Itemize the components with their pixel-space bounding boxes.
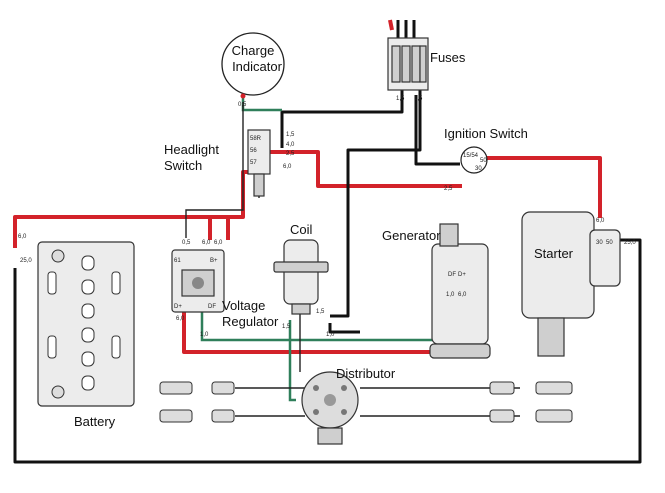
starter: Starter 6,0 30 50 25,0 [521, 211, 636, 357]
coil-gauge-b: 1,5 [282, 324, 291, 330]
spark-plug-right-top [489, 381, 573, 395]
reg-gauge-top-left: 0,5 [182, 240, 191, 246]
spark-plugs [159, 381, 573, 423]
charge-indicator-label-2: Indicator [232, 59, 283, 74]
green-wire-coil-dist [288, 320, 296, 402]
fuse-gauge-a: 1,5 [396, 96, 405, 102]
charge-indicator-label-1: Charge [232, 43, 275, 58]
hl-gauge-d: 6,0 [283, 164, 292, 170]
spark-plug-left-bottom [159, 409, 235, 423]
fuses-label: Fuses [430, 50, 466, 65]
coil-gauge-c: 1,0 [326, 332, 335, 338]
starter-terminal-30: 30 [596, 240, 603, 246]
hl-gauge-c: 2,5 [286, 151, 295, 157]
red-wire-battery-main [13, 215, 212, 248]
charge-indicator-terminal [240, 93, 246, 99]
charge-indicator: Charge Indicator 0,5 [221, 32, 285, 108]
black-wire-ground-loop [13, 238, 642, 464]
coil: Coil 1,5 1,5 1,0 [273, 222, 335, 338]
black-wire-fuse-to-ign [414, 95, 460, 166]
battery-neg-gauge: 25,0 [20, 258, 32, 264]
wires [13, 19, 642, 464]
fuse-gauge-b: 1,5 [414, 96, 423, 102]
battery-pos-terminal [51, 249, 65, 263]
reg-terminal-d: D+ [174, 304, 182, 310]
ign-terminal-30: 30 [475, 166, 482, 172]
reg-terminal-df: DF [208, 304, 216, 310]
battery-label: Battery [74, 414, 116, 429]
coil-gauge-a: 1,5 [316, 309, 325, 315]
ignition-switch-label: Ignition Switch [444, 126, 528, 141]
distributor-label: Distributor [336, 366, 396, 381]
voltage-regulator-label-2: Regulator [222, 314, 279, 329]
red-wire-ign-to-starter [484, 156, 602, 218]
spark-plug-right-bottom [489, 409, 573, 423]
starter-ground-gauge: 25,0 [624, 240, 636, 246]
reg-gauge-bottom-left: 6,0 [176, 316, 185, 322]
reg-gauge-top-right: 6,0 [214, 240, 223, 246]
hl-gauge-a: 1,5 [286, 132, 295, 138]
black-wire-fuse-to-coil [330, 85, 422, 318]
hl-terminal-57: 57 [250, 160, 257, 166]
ign-terminal-15-54: 15/54 [463, 153, 479, 159]
voltage-regulator-label-1: Voltage [222, 298, 265, 313]
charge-ind-gauge: 0,5 [238, 102, 247, 108]
green-wire-reg-gen [200, 310, 438, 342]
distributor: Distributor [301, 366, 396, 445]
starter-label: Starter [534, 246, 574, 261]
red-wire-to-ignition [270, 150, 462, 188]
red-wire-reg-bottom [182, 310, 436, 354]
battery: Battery 6,0 25,0 [18, 234, 135, 429]
reg-gauge-bottom-mid: 1,0 [200, 332, 209, 338]
battery-neg-terminal [51, 385, 65, 399]
battery-top-gauge: 6,0 [18, 234, 27, 240]
generator-label: Generator [382, 228, 441, 243]
black-wire-coil-out [328, 323, 360, 334]
ignition-switch: Ignition Switch 15/54 50 30 2,5 [444, 126, 528, 192]
headlight-switch-label-2: Switch [164, 158, 202, 173]
reg-gauge-top-mid: 6,0 [202, 240, 211, 246]
generator: Generator DF D+ 1,0 6,0 [382, 223, 491, 359]
coil-label: Coil [290, 222, 313, 237]
hl-gauge-b: 4,0 [286, 142, 295, 148]
black-wire-fuse-to-headlight [280, 85, 404, 148]
fuse-box: Fuses 1,5 1,5 [387, 37, 466, 102]
ign-gauge-out: 2,5 [444, 186, 453, 192]
hl-terminal-58: 58R [250, 136, 262, 142]
gen-gauge-a: 1,0 [446, 292, 455, 298]
ign-terminal-50: 50 [480, 158, 487, 164]
reg-terminal-61: 61 [174, 258, 181, 264]
red-wire-fuse-top [388, 19, 394, 31]
gen-terminal-df: DF [448, 272, 456, 278]
headlight-switch-label-1: Headlight [164, 142, 219, 157]
starter-top-gauge: 6,0 [596, 218, 605, 224]
hl-terminal-56: 56 [250, 148, 257, 154]
spark-plug-left-top [159, 381, 235, 395]
gen-terminal-d: D+ [458, 272, 466, 278]
gen-gauge-b: 6,0 [458, 292, 467, 298]
headlight-switch: Headlight Switch 58R 56 57 1,5 4,0 2,5 6… [164, 129, 295, 197]
thin-wire-charge-ind [185, 102, 244, 238]
reg-terminal-b: B+ [210, 258, 218, 264]
starter-terminal-50: 50 [606, 240, 613, 246]
voltage-regulator: 61 B+ D+ DF 0,5 6,0 6,0 6,0 1,0 Voltage … [171, 240, 279, 338]
